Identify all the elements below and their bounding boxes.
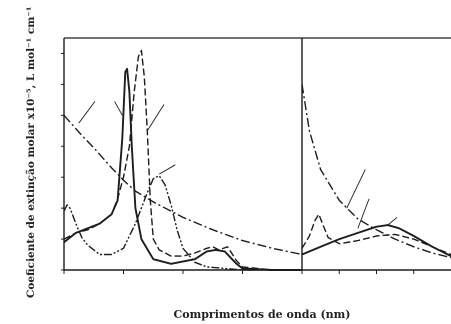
curve-left-2 xyxy=(63,49,302,271)
labels-layer xyxy=(78,101,398,229)
label-leader xyxy=(78,101,96,124)
y-axis-title: Coeficiente de extinção molar x10⁻⁵, L m… xyxy=(25,6,37,298)
curve-left-1 xyxy=(63,114,303,256)
label-leader xyxy=(158,164,176,175)
curve-right-3-100- xyxy=(301,224,451,257)
ticks-layer xyxy=(61,52,415,274)
label-leader xyxy=(346,169,366,209)
curve-right-2-100- xyxy=(301,213,451,256)
label-leader xyxy=(357,198,370,229)
label-leader xyxy=(387,217,398,226)
curve-left-hemoglobin xyxy=(63,67,302,271)
label-leader xyxy=(146,104,165,132)
curve-left-bilirubin xyxy=(63,175,302,271)
curves-layer xyxy=(63,49,451,271)
curve-right-1-10- xyxy=(301,84,451,259)
label-leader xyxy=(114,101,123,116)
x-axis-title: Comprimentos de onda (nm) xyxy=(173,308,350,321)
